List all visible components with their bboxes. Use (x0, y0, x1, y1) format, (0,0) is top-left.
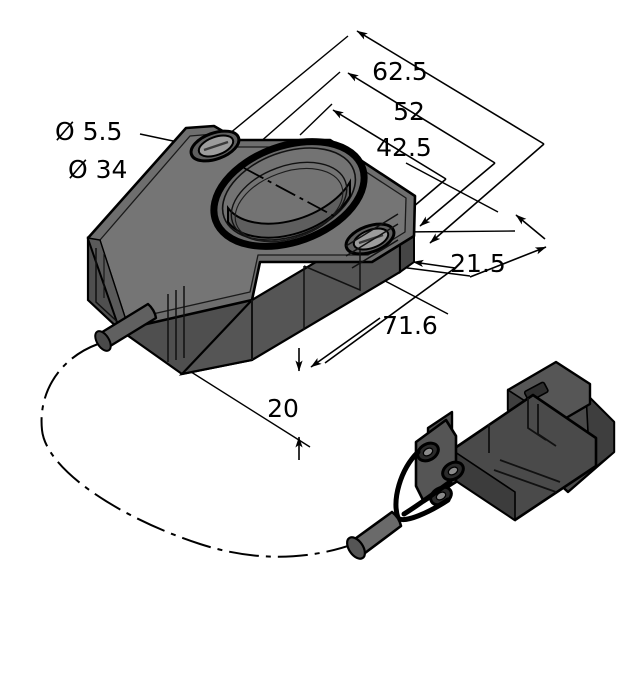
dimension-label-20: 20 (267, 394, 299, 423)
tether-strap-lower (395, 497, 451, 522)
dim-52-line-upper (347, 72, 496, 164)
dimension-label-42-5: 42.5 (376, 133, 432, 162)
ext-line-e (398, 230, 516, 233)
dimension-52 (347, 72, 496, 227)
dim-21-5-arrow-in (515, 214, 546, 240)
pin-1 (422, 447, 434, 457)
lower-flange-line (345, 213, 399, 247)
housing-surface-details (95, 213, 399, 362)
sensor-housing (86, 124, 417, 376)
dimension-label-21-5: 21.5 (450, 249, 506, 278)
seal-cap (346, 510, 403, 560)
cable-gland (94, 302, 158, 352)
lower-flange-line-2 (345, 223, 399, 257)
dim-21-5-arrow-out (469, 246, 547, 278)
dimension-label-71-6: 71.6 (382, 311, 438, 340)
sensing-face-bore-step (234, 168, 344, 242)
sensing-face (210, 138, 368, 250)
sensing-face-centerline (243, 167, 335, 217)
dim-42-5-line-upper (332, 109, 447, 180)
leader-label-dia-34: Ø 34 (68, 155, 127, 184)
dim-62-5-line-lower (429, 143, 545, 244)
sensing-face-bore-wall (227, 178, 351, 239)
dimension-label-52: 52 (393, 97, 425, 126)
pin-2 (447, 466, 459, 476)
dim-62-5-line-upper (356, 30, 545, 145)
dim-71-6-arrow-upper (412, 259, 456, 269)
dim-52-line-lower (419, 162, 496, 227)
ext-line-g (187, 369, 311, 448)
mounting-screw-rear (189, 129, 241, 163)
connector-face-shroud (414, 418, 458, 504)
dimension-label-62-5: 62.5 (372, 57, 428, 86)
seal-cap-end-face (346, 536, 366, 560)
dim-71-6-line (324, 267, 456, 364)
screw-slot-rear (203, 140, 229, 152)
dimension-labels-group: 62.5 52 42.5 21.5 71.6 20 (267, 57, 506, 423)
pin-3 (435, 491, 447, 501)
mounting-screw-front (344, 222, 396, 256)
ext-line-c (299, 103, 333, 136)
dimension-62-5 (356, 30, 545, 244)
ext-line-d (405, 162, 499, 213)
dimension-71-6 (310, 259, 456, 368)
cable-phantom-line (40, 343, 365, 558)
connector-ribs (488, 398, 561, 493)
leader-labels-group: Ø 5.5 Ø 34 (55, 117, 127, 184)
tether-strap-upper (393, 449, 421, 521)
dim-71-6-arrow-lower (310, 317, 381, 368)
connector-rib-2 (537, 404, 557, 447)
connector-assembly (346, 360, 616, 560)
leader-label-dia-5-5: Ø 5.5 (55, 117, 122, 146)
tether-strap-inner (401, 479, 453, 517)
dimension-21-5 (469, 214, 547, 278)
ext-line-a (211, 35, 349, 149)
connector-side-slot-2 (493, 469, 557, 493)
connector-side-slot (499, 459, 561, 483)
rear-corner-line (95, 248, 123, 327)
lower-flange-line-3 (351, 239, 399, 269)
seal-cap-tether (393, 449, 453, 522)
